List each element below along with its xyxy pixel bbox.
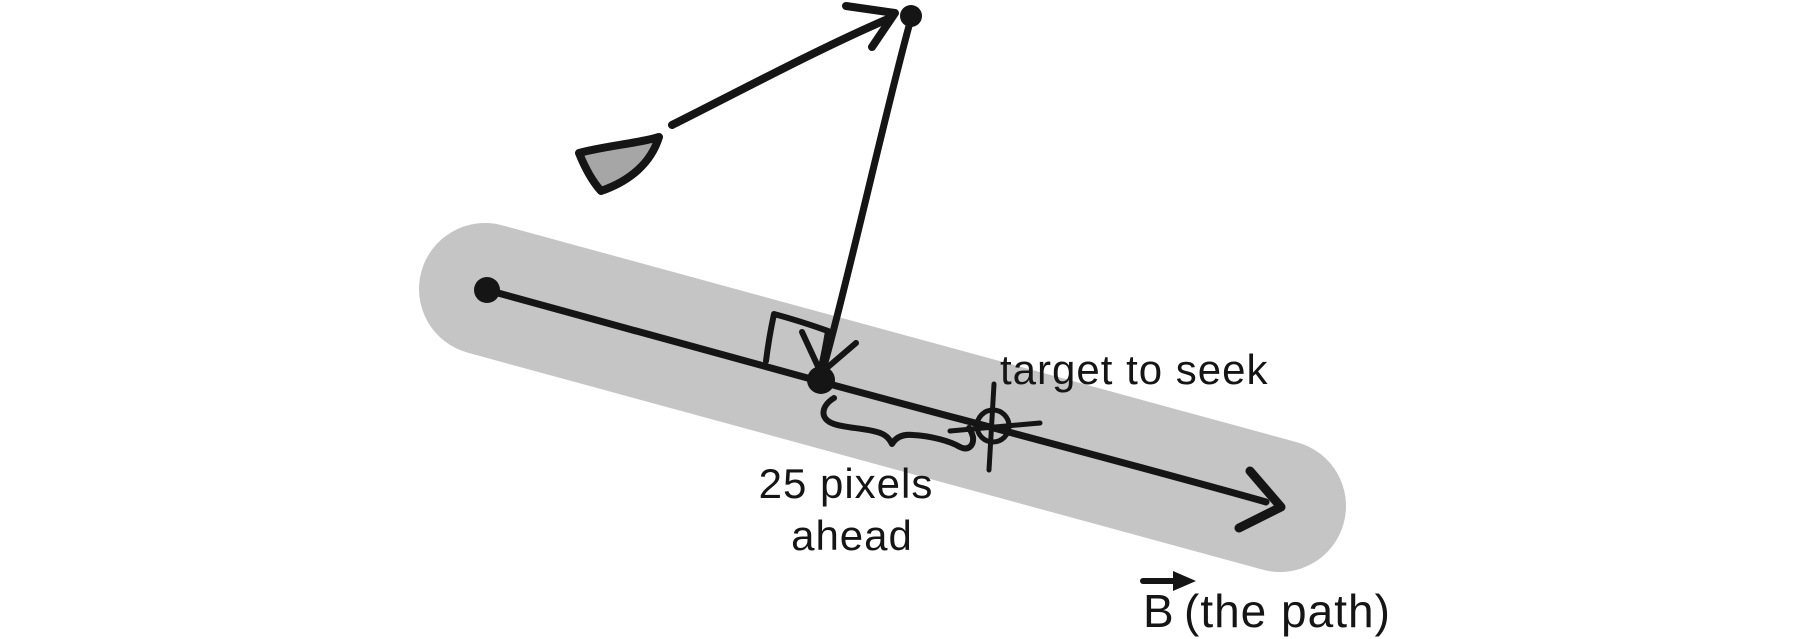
path-vector-label: B (the path) xyxy=(1140,571,1391,637)
vector-notation-arrowhead-icon xyxy=(1173,571,1196,591)
crosshair-horizontal-line xyxy=(947,420,1043,434)
projection-line xyxy=(820,22,913,370)
label-lookahead-line1: 25 pixels xyxy=(759,460,934,507)
curly-brace-icon xyxy=(820,395,977,452)
label-path-vector-caption: (the path) xyxy=(1184,585,1391,637)
crosshair-target-icon xyxy=(947,381,1043,473)
predicted-location-point xyxy=(900,5,922,27)
label-lookahead-line2: ahead xyxy=(791,512,913,559)
vehicle-triangle-icon xyxy=(575,133,663,195)
label-path-vector-symbol: B xyxy=(1143,585,1175,637)
path-start-point xyxy=(474,277,500,303)
right-angle-marker-icon xyxy=(763,311,831,370)
label-target-to-seek: target to seek xyxy=(1000,346,1268,393)
predicted-velocity-arrowhead-icon xyxy=(842,2,899,51)
predicted-velocity-arrow xyxy=(668,14,894,129)
path-arrowhead-icon xyxy=(1234,466,1286,533)
normal-point xyxy=(807,366,835,394)
